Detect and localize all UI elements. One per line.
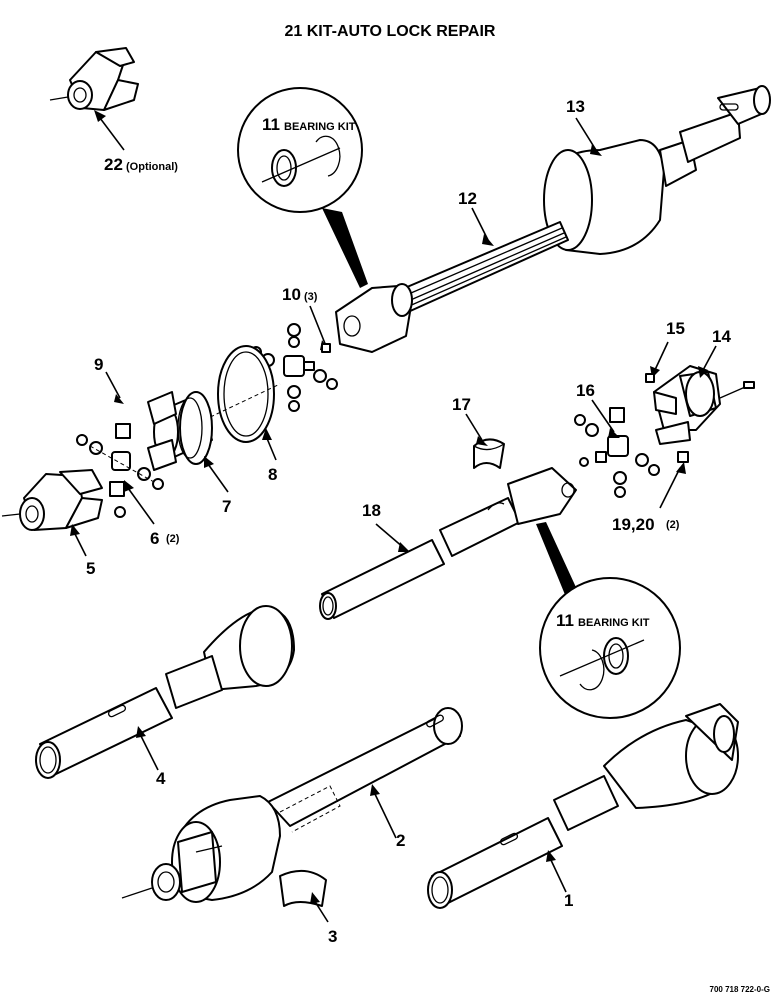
label-7: 7 [222,497,231,516]
leader-7 [207,463,229,493]
leader-19-20 [659,467,681,509]
label-11-lower-text: BEARING KIT [578,617,650,629]
leader-18 [375,523,405,549]
part-7-center-housing [147,391,213,471]
label-2: 2 [396,831,405,850]
part-13-guard-shield [543,85,771,255]
part-6-cross-bearing-left [76,423,164,518]
label-17: 17 [452,395,471,414]
part-4-outer-tube [35,605,295,779]
label-1: 1 [564,891,573,910]
leader-15 [653,341,669,373]
label-10-qty: (3) [304,291,318,303]
part-2-inner-tube-assembly [121,707,463,903]
part-1-outer-tube-assembly [427,703,739,909]
part-12-splined-shaft [335,221,569,353]
bearing-kit-detail-top: 11 BEARING KIT [237,87,368,288]
part-18-inner-tube [319,467,577,620]
part-17-bearing-shell [473,438,505,469]
label-11-top-text: BEARING KIT [284,121,356,133]
label-22-note: (Optional) [126,161,178,173]
label-12: 12 [458,189,477,208]
leader-4 [139,733,159,771]
leader-12 [471,207,489,241]
part-16-cross-bearing-right [574,407,660,498]
label-13: 13 [566,97,585,116]
leader-9 [105,371,121,399]
leader-3 [313,899,329,923]
label-18: 18 [362,501,381,520]
leader-5 [73,531,87,557]
part-10-grease-fitting [309,305,331,353]
label-5: 5 [86,559,95,578]
label-19-20: 19,20 [612,515,655,534]
label-11-lower: 11 [556,611,574,630]
label-8: 8 [268,465,277,484]
leader-13 [575,117,597,151]
label-14: 14 [712,327,731,346]
label-3: 3 [328,927,337,946]
part-3-bearing-shell [279,869,327,907]
label-10: 10 [282,285,301,304]
bearing-kit-detail-lower: 11 BEARING KIT [536,522,681,719]
label-15: 15 [666,319,685,338]
label-4: 4 [156,769,166,788]
part-5-yoke [1,469,103,531]
label-19-20-qty: (2) [666,519,680,531]
leader-1 [549,857,567,893]
drawing-number: 700 718 722-0-G [710,985,771,994]
leader-2 [373,791,397,839]
label-22: 22 [104,155,123,174]
leader-6 [127,487,155,525]
leader-16 [591,399,615,433]
leader-17 [465,413,483,441]
label-6-qty: (2) [166,533,180,545]
part-8-ring [203,345,281,443]
diagram-title: 21 KIT-AUTO LOCK REPAIR [285,23,496,40]
part-14-yoke [653,365,755,445]
label-11-top: 11 [262,115,280,134]
leader-14 [701,345,717,373]
label-16: 16 [576,381,595,400]
part-22-yoke [49,47,139,111]
label-6: 6 [150,529,159,548]
leader-22 [99,117,125,151]
label-9: 9 [94,355,103,374]
